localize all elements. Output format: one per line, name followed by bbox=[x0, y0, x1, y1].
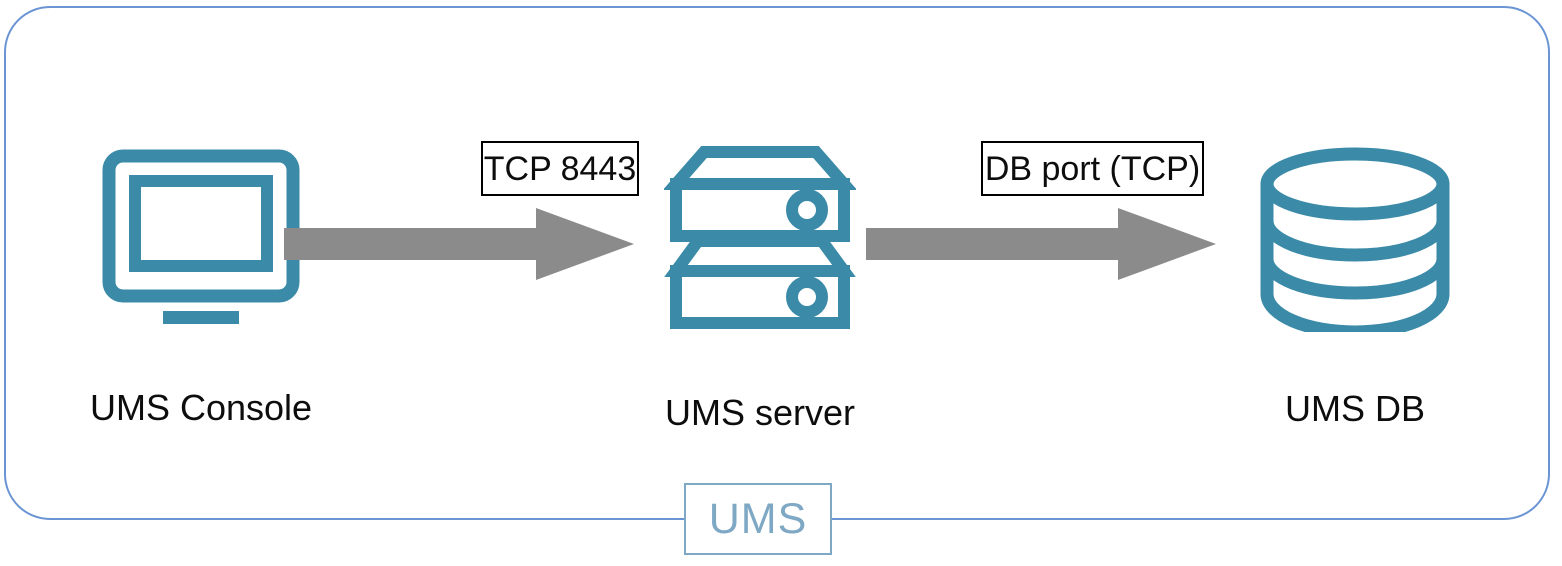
node-ums-server-label: UMS server bbox=[664, 392, 856, 433]
node-ums-db: UMS DB bbox=[1215, 146, 1495, 427]
connection-label-console-to-server: TCP 8443 bbox=[481, 141, 639, 196]
connection-label-server-to-db: DB port (TCP) bbox=[981, 141, 1204, 196]
node-ums-console-label: UMS Console bbox=[89, 387, 313, 428]
connection-label-server-to-db-text: DB port (TCP) bbox=[984, 149, 1201, 188]
server-rack-icon bbox=[662, 140, 858, 337]
monitor-icon bbox=[101, 148, 301, 338]
arrow-console-to-server bbox=[284, 206, 636, 287]
ums-zone-badge-label: UMS bbox=[708, 494, 808, 543]
ums-zone-badge: UMS bbox=[684, 483, 832, 555]
node-ums-console: UMS Console bbox=[56, 148, 346, 426]
node-ums-server: UMS server bbox=[620, 140, 900, 431]
node-ums-db-label: UMS DB bbox=[1284, 388, 1425, 429]
arrow-server-to-db bbox=[866, 206, 1218, 287]
database-cylinder-icon bbox=[1257, 146, 1453, 339]
connection-label-console-to-server-text: TCP 8443 bbox=[483, 149, 637, 188]
